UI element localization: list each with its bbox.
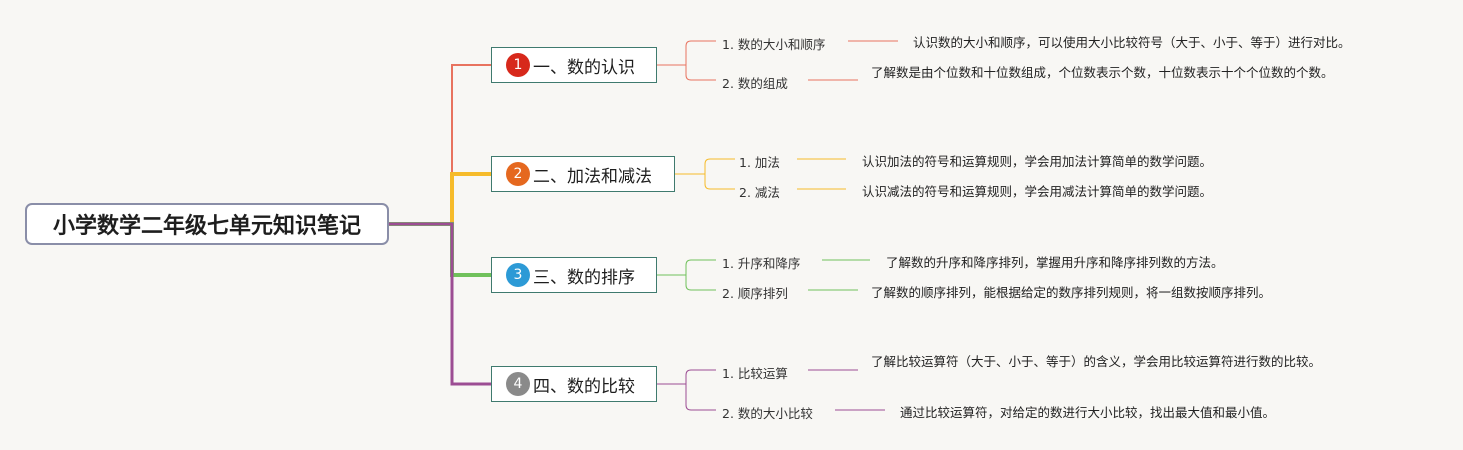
topic-description: 了解比较运算符（大于、小于、等于）的含义，学会用比较运算符进行数的比较。	[871, 354, 1322, 369]
section-label: 三、数的排序	[533, 267, 635, 288]
topic-item[interactable]: 1. 数的大小和顺序	[722, 37, 826, 52]
topic-item[interactable]: 2. 数的组成	[722, 76, 788, 91]
connector-line	[685, 65, 716, 81]
section-node-2[interactable]: 2 二、加法和减法	[491, 156, 675, 192]
connector-line	[685, 384, 716, 411]
connector-line	[389, 64, 491, 225]
topic-item[interactable]: 2. 数的大小比较	[722, 406, 813, 421]
topic-description: 认识减法的符号和运算规则，学会用减法计算简单的数学问题。	[862, 184, 1213, 199]
root-node[interactable]: 小学数学二年级七单元知识笔记	[25, 203, 389, 245]
number-badge: 4	[506, 372, 530, 396]
topic-item[interactable]: 1. 加法	[739, 155, 780, 170]
topic-description: 认识加法的符号和运算规则，学会用加法计算简单的数学问题。	[862, 154, 1213, 169]
root-title: 小学数学二年级七单元知识笔记	[52, 214, 361, 239]
topic-item[interactable]: 2. 顺序排列	[722, 286, 788, 301]
topic-item[interactable]: 1. 升序和降序	[722, 256, 801, 271]
number-badge: 2	[506, 162, 530, 186]
section-node-3[interactable]: 3 三、数的排序	[491, 257, 657, 293]
section-node-1[interactable]: 1 一、数的认识	[491, 47, 657, 83]
connector-line	[685, 259, 716, 275]
topic-item[interactable]: 2. 减法	[739, 185, 780, 200]
connector-line	[704, 174, 735, 190]
connector-line	[685, 40, 716, 65]
connector-line	[389, 222, 491, 386]
section-node-4[interactable]: 4 四、数的比较	[491, 366, 657, 402]
connector-line	[685, 275, 716, 291]
topic-description: 了解数的升序和降序排列，掌握用升序和降序排列数的方法。	[886, 255, 1224, 270]
connector-line	[389, 172, 491, 226]
topic-description: 通过比较运算符，对给定的数进行大小比较，找出最大值和最小值。	[900, 405, 1276, 420]
number-badge: 3	[506, 263, 530, 287]
topic-description: 了解数是由个位数和十位数组成，个位数表示个数，十位数表示十个个位数的个数。	[871, 65, 1334, 80]
section-label: 一、数的认识	[533, 57, 635, 78]
connector-line	[389, 222, 491, 277]
section-label: 二、加法和减法	[533, 166, 652, 187]
topic-item[interactable]: 1. 比较运算	[722, 366, 788, 381]
topic-description: 了解数的顺序排列，能根据给定的数序排列规则，将一组数按顺序排列。	[871, 285, 1272, 300]
connector-line	[704, 158, 735, 174]
connector-line	[685, 369, 716, 384]
topic-description: 认识数的大小和顺序，可以使用大小比较符号（大于、小于、等于）进行对比。	[913, 35, 1351, 50]
number-badge: 1	[506, 53, 530, 77]
section-label: 四、数的比较	[533, 376, 635, 397]
